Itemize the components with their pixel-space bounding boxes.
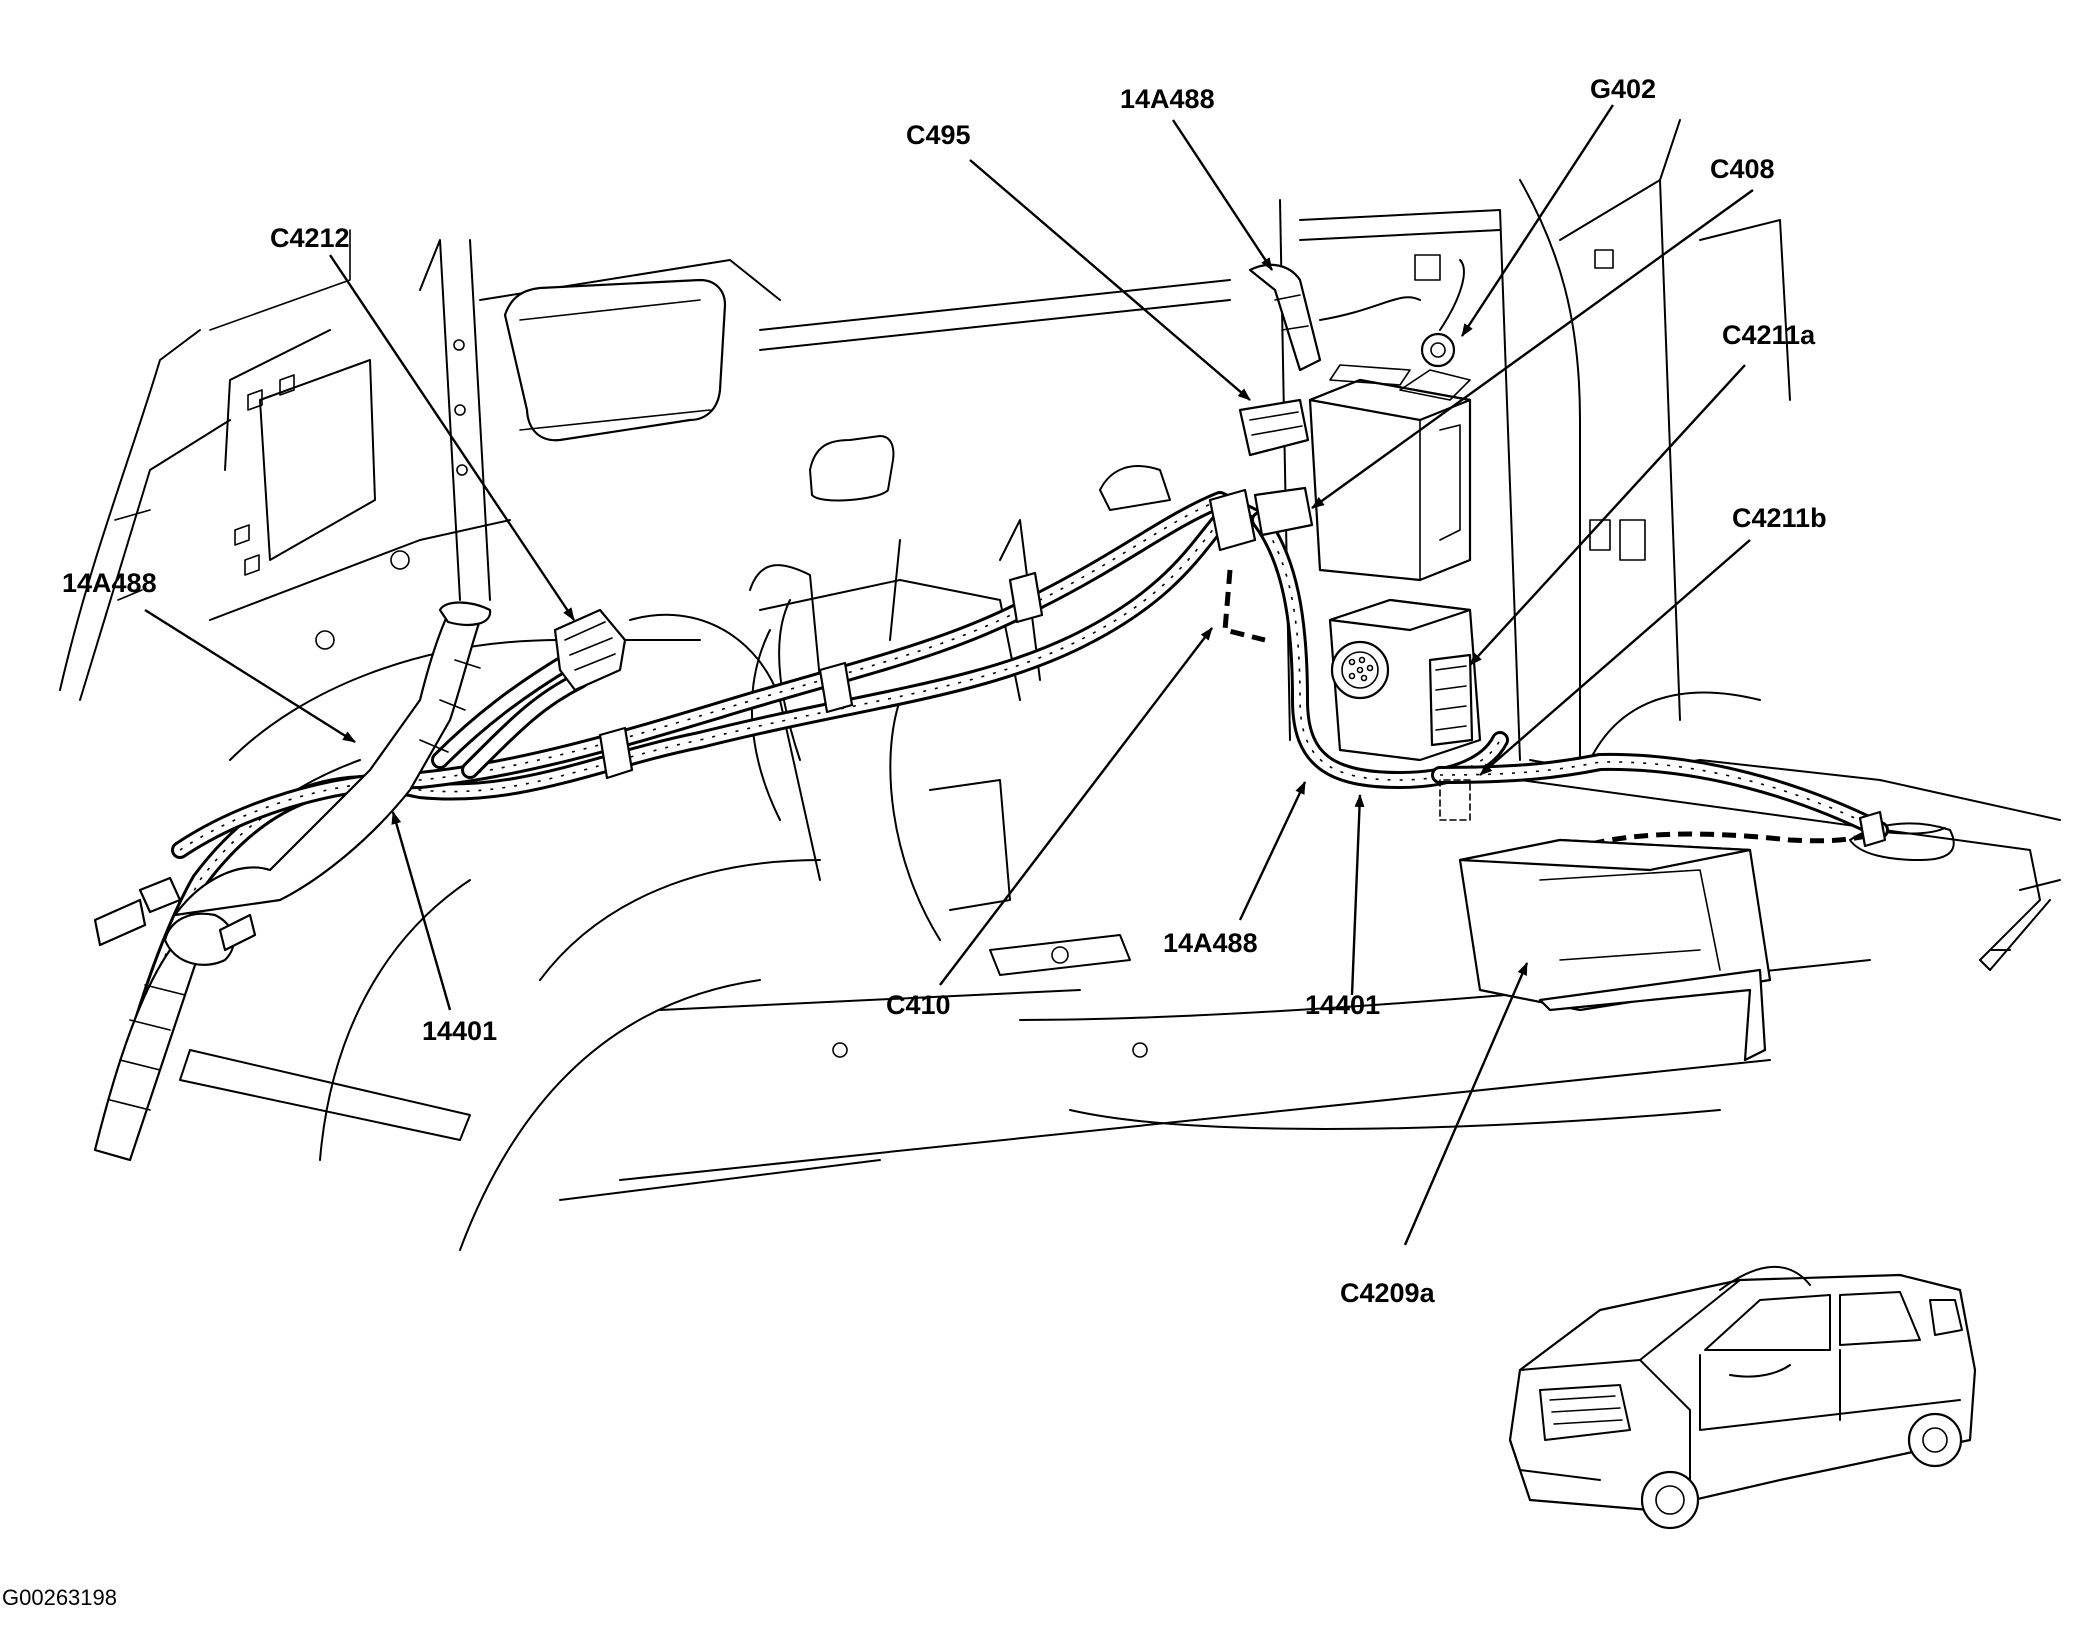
label-c495: C495: [906, 120, 971, 150]
connectors: [553, 263, 1772, 1062]
vehicle-body-lines: [59, 119, 2061, 1251]
label-14401-left: 14401: [422, 1016, 498, 1046]
label-c408: C408: [1710, 154, 1775, 184]
harness-14a488-tube: [93, 601, 492, 1162]
label-c4212: C4212: [270, 223, 350, 253]
figure-id: G00263198: [2, 1585, 117, 1610]
label-c4211a: C4211a: [1722, 320, 1816, 350]
label-g402: G402: [1590, 74, 1657, 104]
label-14a488-bottom: 14A488: [1163, 928, 1258, 958]
harness-clips: [598, 488, 1887, 848]
label-14a488-left: 14A488: [62, 568, 157, 598]
vehicle-locator-icon: [1508, 1265, 1977, 1530]
callout-leaders: [144, 104, 1754, 1246]
ground-strap: [1319, 296, 1421, 321]
label-14a488-top: 14A488: [1120, 84, 1215, 114]
ground-wire: [1439, 259, 1465, 331]
control-module: [1308, 332, 1482, 762]
label-c4211b: C4211b: [1732, 503, 1827, 533]
label-c410: C410: [886, 990, 951, 1020]
label-c4209a: C4209a: [1340, 1278, 1435, 1308]
label-14401-right: 14401: [1305, 990, 1381, 1020]
